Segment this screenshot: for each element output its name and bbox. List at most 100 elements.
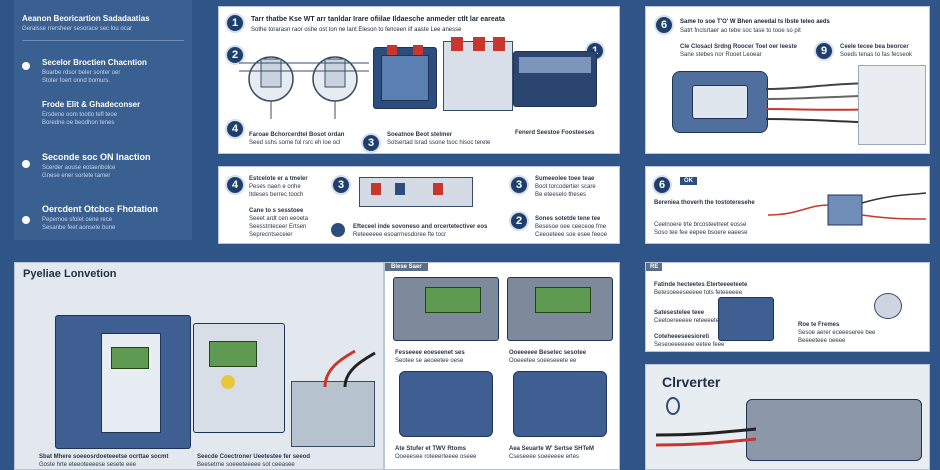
logo-icon (666, 397, 680, 415)
sidebar-divider (22, 40, 184, 41)
caption-mid-2: Sotsertad lsrad ssone tsoc hisoc terete (387, 140, 491, 146)
step-badge: 3 (361, 133, 381, 153)
side-note: Ceele tecee bea beorcer (840, 44, 909, 50)
controller-b-display (535, 287, 591, 313)
terminal-blue (395, 183, 405, 195)
inverter-device (746, 399, 922, 461)
list-item: Satesestelee teee (654, 310, 705, 316)
left2-line: Seprecntseceier (249, 232, 293, 238)
panel-bottom-left: Pyeliae Lonvetion Sbat Mhere soeeosrdoet… (14, 262, 384, 470)
panel-header-2: Sothe torarasn raor oshe ost ton ne lant… (251, 27, 462, 33)
panel-middle-center: 4 Estcelote er a tmeler Peses naen e onh… (218, 166, 620, 244)
panel-bottom-right-bottom: Clrverter (645, 364, 930, 470)
sidebar-title: Aeanon Beoricartion Sadadaatias (22, 14, 150, 23)
terminal-red (433, 183, 443, 195)
breaker-red-terminal (387, 45, 397, 55)
caption-left-2: Seed sshs some fol rsrc eh loe ocl (249, 140, 341, 146)
caption-mid: Soeatnoe Beot stelmer (387, 132, 453, 138)
step-badge: 1 (225, 13, 245, 33)
sidebar-subtitle: Geralsse rrersheer sesorace sec lou ocar (22, 26, 133, 32)
step-badge: 9 (814, 41, 834, 61)
right2-head: Sones sotetde tene tee (535, 216, 601, 222)
controller-box (193, 323, 285, 433)
list-item: Roe te Fremes (798, 322, 840, 328)
note-2: Sane stebes nor Rooet Leoear (680, 52, 762, 58)
din-terminals (519, 57, 591, 73)
list-item: Seseoeeeeeee eetee feee (654, 342, 725, 348)
left2-line: Seeet ardt cen eeoeta (249, 216, 309, 222)
sidebar-item-line: Ersdene oom tootlo tefl teoe (42, 112, 118, 118)
step-badge: 2 (509, 211, 529, 231)
panel-bottom-center: Blese Saer Fesseeee eoeseenet ses Seotee… (384, 262, 620, 470)
left-line: Itdeses berrec tooch (249, 192, 304, 198)
sidebar-item-line: Stoter foert onnd bomurs. (42, 78, 111, 84)
sidebar-item-label: Frode Elit & Ghadeconser (42, 100, 141, 109)
panel-head: Bereniea thoverh the tostoteresehe (654, 200, 755, 206)
panel-middle-right: 6 OK Bereniea thoverh the tostoteresehe … (645, 166, 930, 244)
sidebar-item-line: Pepemoe sfolet oene rece (42, 217, 113, 223)
bottom-caption: Efteceel inde sovoneso and orcertetectiv… (353, 224, 488, 230)
label-b-2: Cseseeee soeeeeee ertes (509, 454, 580, 460)
caption-b: Ooeeeeee Besetec sesotee (509, 350, 587, 356)
right-line: Boot torcodertier scare (535, 184, 596, 190)
inverter-cables (656, 427, 756, 447)
label-a: Ate Stufer et TWV Rtoms (395, 446, 467, 452)
step-badge: 4 (225, 175, 245, 195)
side-note-2: Soeds tenas to fas fecseok (840, 52, 913, 58)
breaker-panel (443, 41, 513, 111)
sidebar-item-line: Boarbe rdsor beler sonter oer (42, 70, 121, 76)
section-tag: Blese Saer (385, 263, 428, 271)
right-line: Be eteeselo theses (535, 192, 587, 198)
bottom-caption-2: Reteeeeee esoarrnesdoree fte tocr (353, 232, 447, 238)
globe-icon (331, 223, 345, 237)
list-item: Beeeeteee oeeee (798, 338, 846, 344)
caption-a: Fesseeee eoeseenet ses (395, 350, 465, 356)
sidebar-item-label: Secelor Broctien Chacntion (42, 58, 147, 67)
list-item: Fatinde hecteetes Eterteeeeteete (654, 282, 748, 288)
bottom-caption-2: Goste hrte eteeoteeeese sesete eee (39, 462, 137, 468)
wiring-diagram (768, 192, 926, 226)
inverter-unit-b (513, 371, 607, 437)
left2-line: Seesstnteceer Ertsen (249, 224, 307, 230)
meter-diagram (239, 56, 369, 119)
sidebar-item-label: Seconde soc ON Inaction (42, 152, 151, 162)
list-item: Ceetoereeeee reteeeete foeee (654, 318, 736, 324)
panel-header: Same to soe T'O' W Bhen aneedal ts lbste… (680, 19, 830, 25)
step-badge: 6 (654, 15, 674, 35)
caption-a-2: Seotee se aeoeetee oese (395, 358, 464, 364)
breaker-red-terminal (413, 45, 423, 55)
terminal-red (371, 183, 381, 195)
right2-line: Besesoe oee ceeceoe fme (535, 224, 607, 230)
panel-board (858, 65, 926, 145)
list-item: Sesoe aerer eceeeseree bee (798, 330, 876, 336)
sidebar-item-line: Gnese ener sortete tamer (42, 173, 111, 179)
breaker-red-terminal (473, 37, 485, 51)
sidebar-bullet-icon (22, 160, 30, 168)
sidebar: Aeanon Beoricartion Sadadaatias Geralsse… (14, 0, 192, 240)
label-b: Aea Seuarte W' Sertse SHTeM (509, 446, 595, 452)
connector-icon (874, 293, 902, 319)
controller-a-display (425, 287, 481, 313)
sidebar-item-line: Scerder aouse eotaenbolce (42, 165, 116, 171)
step-badge: 4 (225, 119, 245, 139)
panel-line: Ceelnoere trte brcosteetreet eosse (654, 222, 747, 228)
step-badge: 6 (652, 175, 672, 195)
controller-display (209, 341, 257, 367)
step-badge: 3 (331, 175, 351, 195)
status-badge: OK (680, 177, 697, 185)
panel-line: Soso tee fee eepee bsoere eaeese (654, 230, 748, 236)
step-badge: 3 (509, 175, 529, 195)
bottom-caption: Sbat Mhere soeeosrdoeteeetse ocrttae soc… (39, 454, 169, 460)
cabinet-display (111, 347, 149, 369)
bottom-caption-4: Beesetrne soeeeteeeee sot ceeasee (197, 462, 295, 468)
section-tag: RE (646, 263, 663, 271)
indicator-light (221, 375, 235, 389)
cable-lines (323, 349, 376, 388)
label-a-2: Ooeeesee roteeerteeee oseee (395, 454, 477, 460)
right-head: Sumeeolee toee teae (535, 176, 595, 182)
left2-head: Cane to s sesstoee (249, 208, 304, 214)
caption-left: Faroae Bchorcerdtel Bosot ordan (249, 132, 345, 138)
sidebar-item-line: Sesanbe feet aonsete bune (42, 225, 116, 231)
breaker-inner (381, 55, 429, 101)
sidebar-bullet-icon (22, 62, 30, 70)
